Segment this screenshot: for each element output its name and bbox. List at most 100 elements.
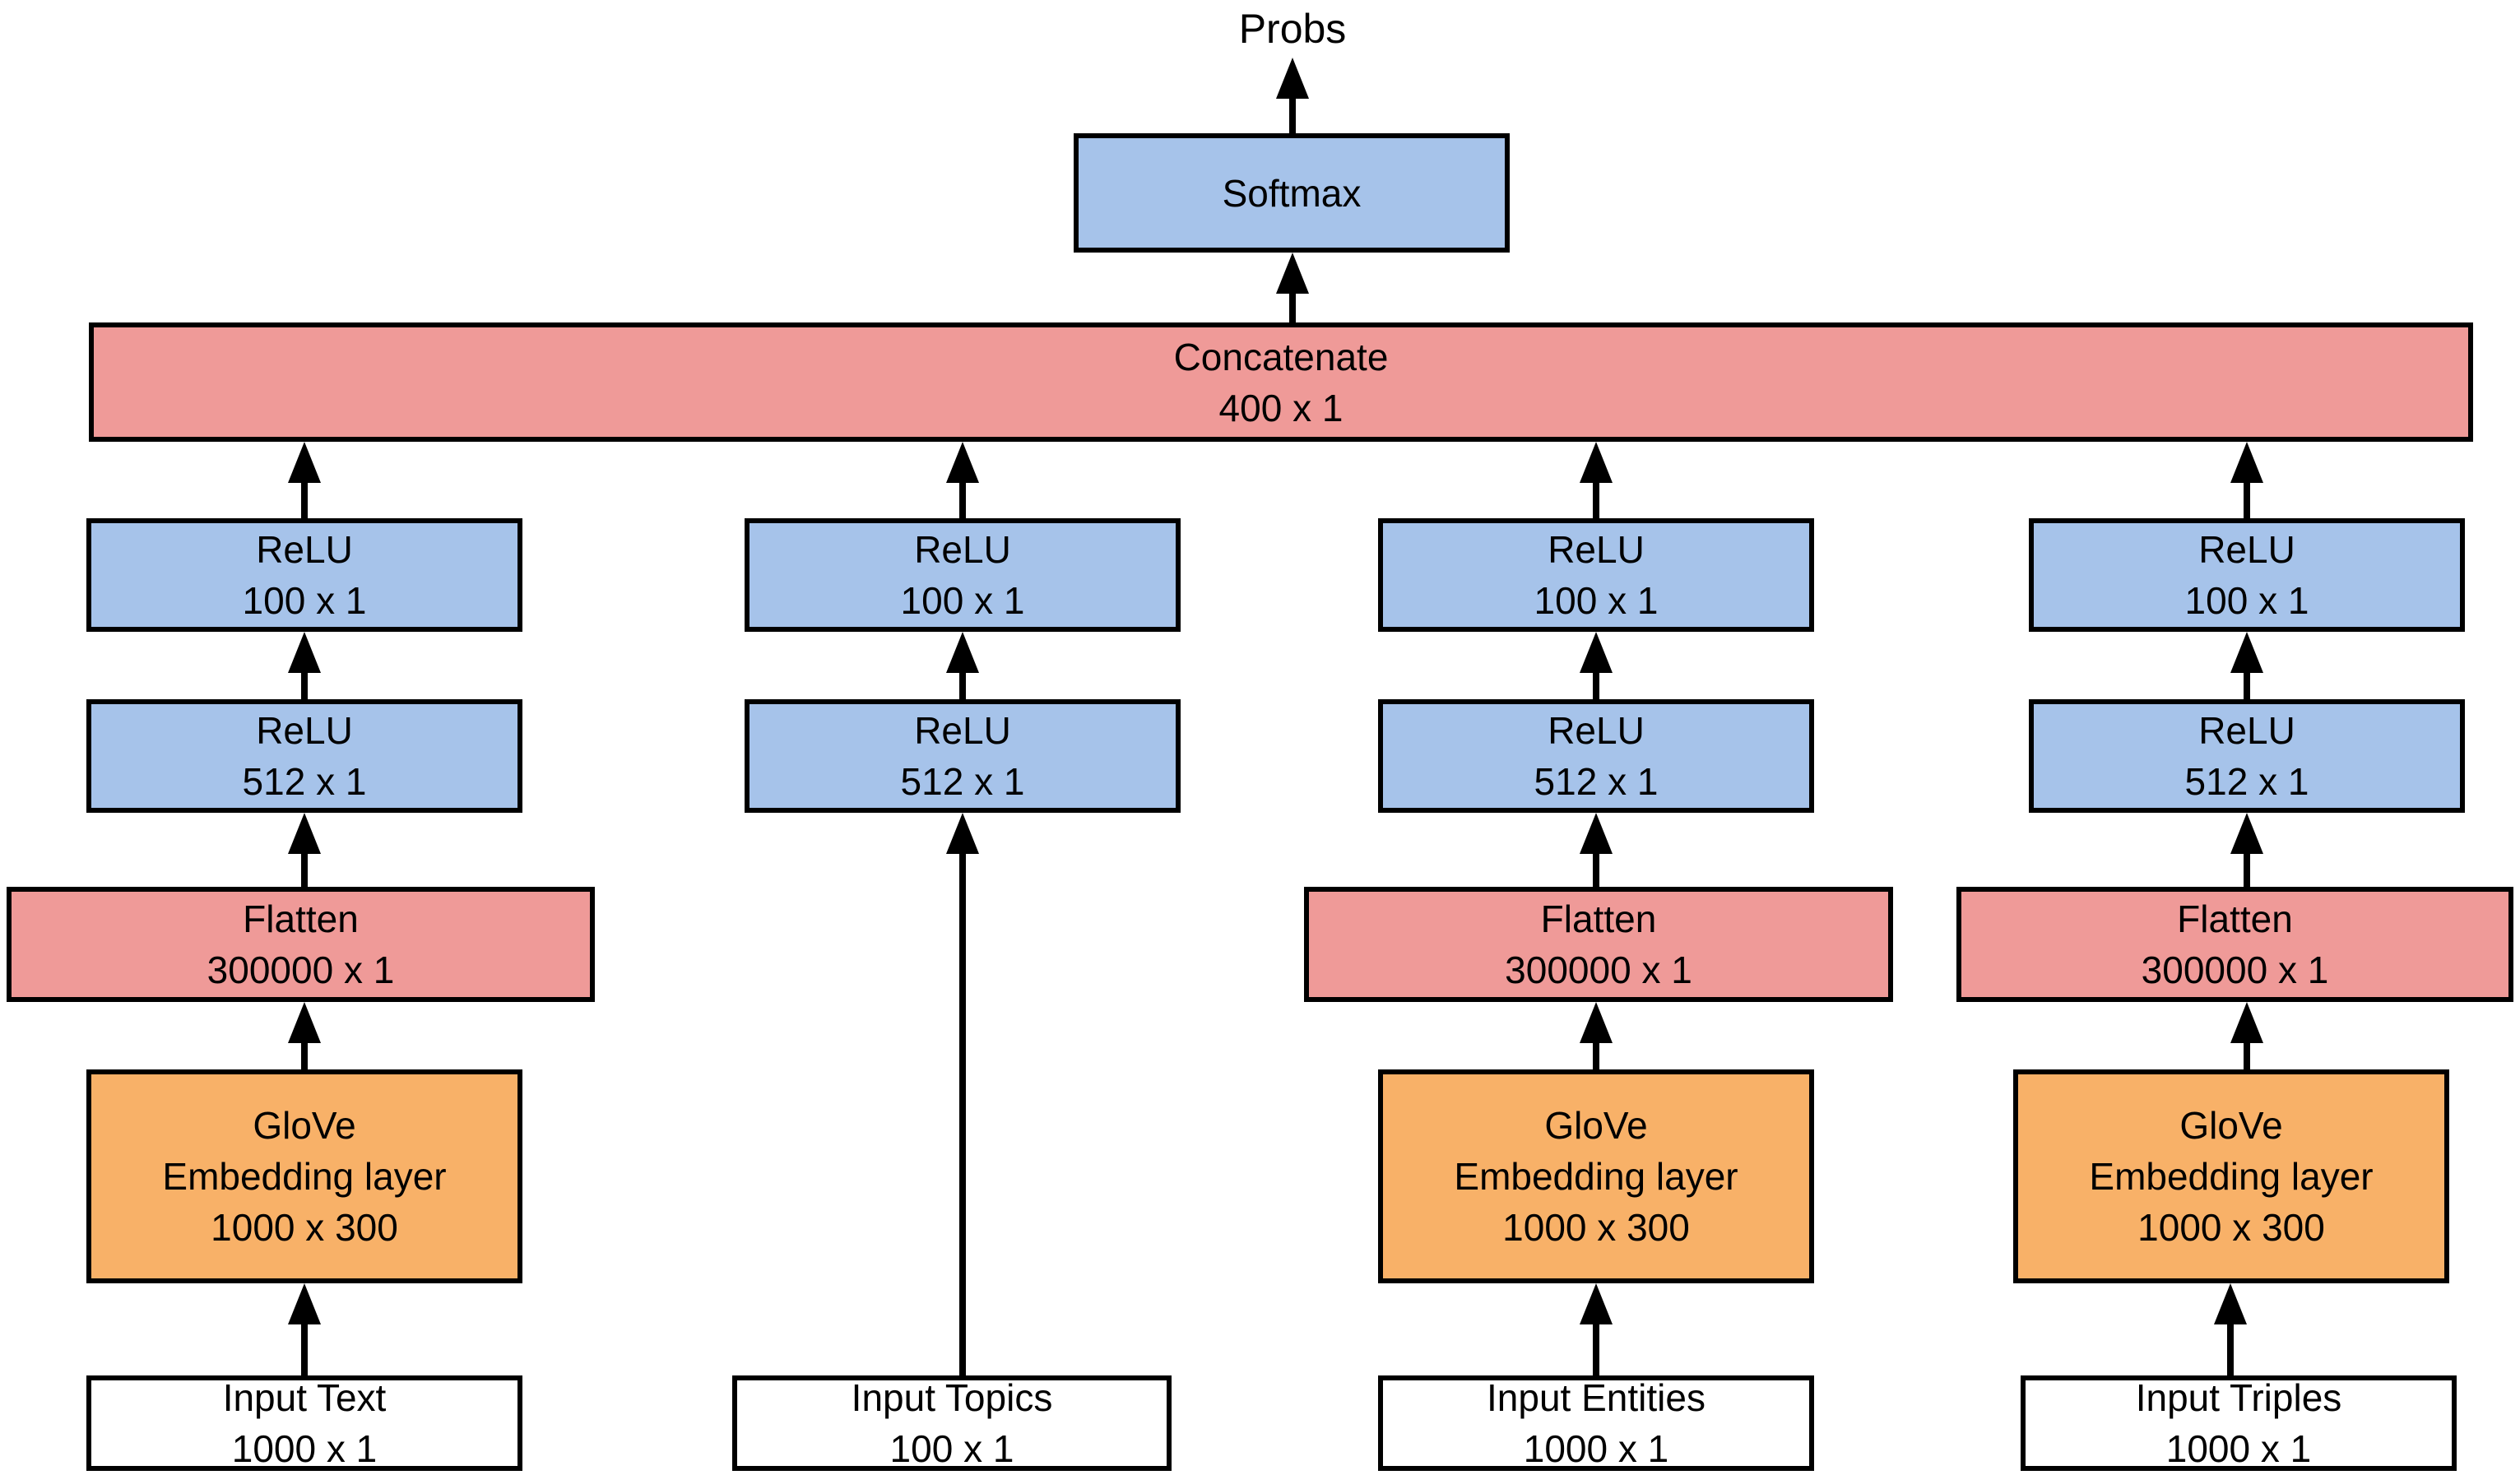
concatenate-label: Concatenate — [1173, 335, 1389, 378]
arrow-shaft — [959, 473, 966, 518]
arrow-up-icon — [1276, 58, 1309, 133]
arrow-shaft — [1593, 663, 1599, 699]
input-dims: 1000 x 1 — [231, 1427, 378, 1470]
relu-dims: 100 x 1 — [242, 579, 367, 622]
input-dims: 100 x 1 — [889, 1427, 1014, 1470]
concatenate-dims: 400 x 1 — [1218, 386, 1344, 429]
relu-dims: 512 x 1 — [900, 760, 1025, 803]
arrow-up-icon — [946, 813, 979, 1375]
input-entities-box: Input Entities 1000 x 1 — [1378, 1375, 1814, 1471]
arrow-up-icon — [1580, 1002, 1613, 1069]
arrow-up-icon — [1580, 813, 1613, 887]
relu-label: ReLU — [914, 709, 1011, 752]
input-label: Input Triples — [2135, 1376, 2342, 1419]
arrow-shaft — [1289, 284, 1296, 322]
relu-100-box-text: ReLU 100 x 1 — [86, 518, 522, 632]
relu-512-box-entities: ReLU 512 x 1 — [1378, 699, 1814, 813]
flatten-label: Flatten — [243, 898, 359, 940]
relu-512-box-topics: ReLU 512 x 1 — [745, 699, 1181, 813]
glove-sublabel: Embedding layer — [1454, 1155, 1738, 1198]
relu-512-box-triples: ReLU 512 x 1 — [2029, 699, 2465, 813]
arrow-up-icon — [288, 1283, 321, 1375]
relu-100-box-topics: ReLU 100 x 1 — [745, 518, 1181, 632]
flatten-dims: 300000 x 1 — [207, 949, 395, 991]
arrow-shaft — [2244, 663, 2250, 699]
arrow-up-icon — [288, 1002, 321, 1069]
relu-512-box-text: ReLU 512 x 1 — [86, 699, 522, 813]
flatten-label: Flatten — [2177, 898, 2293, 940]
relu-label: ReLU — [2198, 709, 2295, 752]
relu-dims: 512 x 1 — [242, 760, 367, 803]
arrow-up-icon — [2230, 632, 2263, 699]
arrow-shaft — [2227, 1315, 2234, 1375]
relu-label: ReLU — [256, 528, 353, 571]
arrow-shaft — [301, 1315, 308, 1375]
arrow-up-icon — [288, 442, 321, 518]
flatten-dims: 300000 x 1 — [1505, 949, 1692, 991]
glove-label: GloVe — [1544, 1104, 1648, 1147]
glove-embedding-box-text: GloVe Embedding layer 1000 x 300 — [86, 1069, 522, 1283]
arrow-shaft — [1593, 1315, 1599, 1375]
arrow-up-icon — [2230, 442, 2263, 518]
softmax-box: Softmax — [1074, 133, 1510, 253]
flatten-box-text: Flatten 300000 x 1 — [7, 887, 595, 1002]
arrow-shaft — [2244, 473, 2250, 518]
input-dims: 1000 x 1 — [1523, 1427, 1669, 1470]
arrow-shaft — [301, 1033, 308, 1069]
glove-sublabel: Embedding layer — [2089, 1155, 2374, 1198]
relu-label: ReLU — [1548, 709, 1645, 752]
arrow-up-icon — [1276, 253, 1309, 322]
arrow-up-icon — [1580, 442, 1613, 518]
arrow-shaft — [1593, 1033, 1599, 1069]
arrow-up-icon — [288, 813, 321, 887]
glove-sublabel: Embedding layer — [162, 1155, 447, 1198]
arrow-shaft — [959, 663, 966, 699]
arrow-up-icon — [1580, 632, 1613, 699]
arrow-shaft — [301, 844, 308, 887]
glove-dims: 1000 x 300 — [2137, 1206, 2325, 1249]
arrow-up-icon — [1580, 1283, 1613, 1375]
relu-label: ReLU — [256, 709, 353, 752]
arrow-shaft — [1593, 844, 1599, 887]
glove-label: GloVe — [253, 1104, 356, 1147]
flatten-dims: 300000 x 1 — [2141, 949, 2329, 991]
relu-label: ReLU — [1548, 528, 1645, 571]
relu-dims: 512 x 1 — [2184, 760, 2309, 803]
relu-dims: 100 x 1 — [900, 579, 1025, 622]
flatten-label: Flatten — [1540, 898, 1657, 940]
glove-dims: 1000 x 300 — [211, 1206, 398, 1249]
arrow-shaft — [2244, 1033, 2250, 1069]
glove-embedding-box-entities: GloVe Embedding layer 1000 x 300 — [1378, 1069, 1814, 1283]
relu-label: ReLU — [914, 528, 1011, 571]
arrow-shaft — [1593, 473, 1599, 518]
concatenate-box: Concatenate 400 x 1 — [89, 322, 2473, 442]
arrow-up-icon — [2230, 813, 2263, 887]
input-text-box: Input Text 1000 x 1 — [86, 1375, 522, 1471]
softmax-label: Softmax — [1222, 171, 1362, 215]
input-dims: 1000 x 1 — [2165, 1427, 2312, 1470]
input-topics-box: Input Topics 100 x 1 — [732, 1375, 1172, 1471]
glove-label: GloVe — [2179, 1104, 2283, 1147]
arrow-shaft — [2244, 844, 2250, 887]
input-label: Input Entities — [1487, 1376, 1706, 1419]
arrow-shaft — [301, 663, 308, 699]
relu-100-box-entities: ReLU 100 x 1 — [1378, 518, 1814, 632]
relu-dims: 512 x 1 — [1534, 760, 1659, 803]
flatten-box-entities: Flatten 300000 x 1 — [1304, 887, 1893, 1002]
arrow-up-icon — [946, 442, 979, 518]
arrow-up-icon — [288, 632, 321, 699]
relu-dims: 100 x 1 — [1534, 579, 1659, 622]
arrow-up-icon — [946, 632, 979, 699]
input-label: Input Text — [222, 1376, 387, 1419]
glove-dims: 1000 x 300 — [1502, 1206, 1690, 1249]
relu-dims: 100 x 1 — [2184, 579, 2309, 622]
arrow-shaft — [1289, 89, 1296, 133]
arrow-up-icon — [2214, 1283, 2247, 1375]
input-triples-box: Input Triples 1000 x 1 — [2021, 1375, 2457, 1471]
arrow-up-icon — [2230, 1002, 2263, 1069]
relu-100-box-triples: ReLU 100 x 1 — [2029, 518, 2465, 632]
arrow-shaft — [959, 844, 966, 1375]
relu-label: ReLU — [2198, 528, 2295, 571]
probs-output-label: Probs — [1238, 6, 1347, 52]
